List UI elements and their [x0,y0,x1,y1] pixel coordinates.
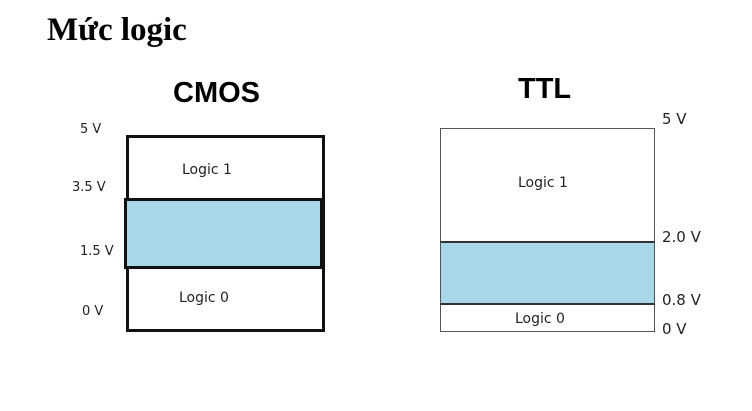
ttl-label-0v: 0 V [662,320,687,338]
cmos-logic-0-label: Logic 0 [179,290,229,306]
ttl-logic-1-label: Logic 1 [518,175,568,191]
cmos-undefined-zone [124,198,323,269]
cmos-label-5v: 5 V [80,122,102,137]
page-title: Mức logic [47,12,187,48]
cmos-label-3-5v: 3.5 V [72,180,106,195]
ttl-undefined-zone [440,241,655,305]
ttl-label-2-0v: 2.0 V [662,228,701,246]
ttl-level-box [440,128,655,332]
ttl-label-0-8v: 0.8 V [662,291,701,309]
cmos-logic-1-label: Logic 1 [182,162,232,178]
cmos-heading: CMOS [173,77,260,109]
ttl-heading: TTL [518,73,572,105]
cmos-label-0v: 0 V [82,304,104,319]
ttl-label-5v: 5 V [662,110,687,128]
cmos-label-1-5v: 1.5 V [80,244,114,259]
ttl-logic-0-label: Logic 0 [515,311,565,327]
